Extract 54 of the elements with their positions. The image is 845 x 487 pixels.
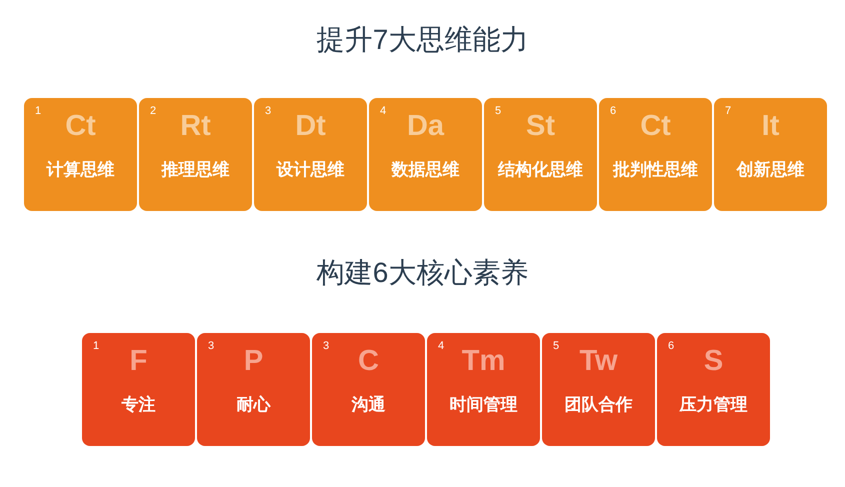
tile-label: 设计思维 bbox=[276, 159, 344, 181]
tile-label: 时间管理 bbox=[450, 394, 518, 416]
tile-label: 结构化思维 bbox=[498, 159, 583, 181]
element-tile bbox=[312, 333, 425, 446]
element-symbol: Ct bbox=[640, 109, 671, 143]
element-symbol: Da bbox=[406, 109, 444, 143]
element-tile bbox=[82, 333, 195, 446]
tile-number: 1 bbox=[35, 105, 42, 118]
tile-number: 6 bbox=[668, 340, 674, 353]
tile-label: 创新思维 bbox=[736, 159, 804, 181]
tile-label: 团队合作 bbox=[564, 394, 632, 416]
element-symbol: Tm bbox=[462, 344, 506, 378]
element-symbol: P bbox=[244, 344, 264, 378]
tile-label: 数据思维 bbox=[392, 159, 460, 181]
tile-label: 计算思维 bbox=[46, 159, 114, 181]
element-tile bbox=[254, 98, 367, 211]
tile-label: 沟通 bbox=[352, 394, 386, 416]
tile-number: 7 bbox=[725, 105, 732, 118]
element-symbol: C bbox=[358, 344, 379, 378]
tile-number: 4 bbox=[438, 340, 444, 353]
element-tile bbox=[197, 333, 310, 446]
tile-number: 6 bbox=[610, 105, 616, 118]
tile-number: 5 bbox=[495, 105, 502, 118]
element-tile bbox=[542, 333, 655, 446]
tile-number: 3 bbox=[323, 340, 330, 353]
element-symbol: Tw bbox=[579, 344, 618, 378]
element-tile bbox=[369, 98, 482, 211]
element-tile bbox=[714, 98, 827, 211]
tile-label: 耐心 bbox=[236, 394, 270, 416]
element-tile bbox=[139, 98, 252, 211]
element-symbol: It bbox=[762, 109, 780, 143]
element-tile bbox=[484, 98, 597, 211]
element-symbol: S bbox=[704, 344, 724, 378]
section-heading: 构建6大核心素养 bbox=[316, 256, 528, 290]
element-symbol: Dt bbox=[295, 109, 326, 143]
section-heading: 提升7大思维能力 bbox=[316, 23, 528, 57]
element-symbol: Rt bbox=[180, 109, 211, 143]
element-symbol: F bbox=[130, 344, 148, 378]
tile-number: 1 bbox=[93, 340, 100, 353]
tile-label: 推理思维 bbox=[162, 159, 230, 181]
tile-label: 专注 bbox=[122, 394, 156, 416]
element-tile bbox=[657, 333, 770, 446]
element-symbol: St bbox=[526, 109, 555, 143]
element-tile bbox=[427, 333, 540, 446]
tile-label: 批判性思维 bbox=[613, 159, 698, 181]
tile-label: 压力管理 bbox=[680, 394, 748, 416]
element-symbol: Ct bbox=[65, 109, 96, 143]
tile-number: 3 bbox=[265, 105, 272, 118]
tile-number: 2 bbox=[150, 105, 156, 118]
tile-number: 5 bbox=[553, 340, 560, 353]
element-tile bbox=[599, 98, 712, 211]
tile-number: 3 bbox=[208, 340, 214, 353]
tile-number: 4 bbox=[380, 105, 386, 118]
element-tile bbox=[24, 98, 137, 211]
